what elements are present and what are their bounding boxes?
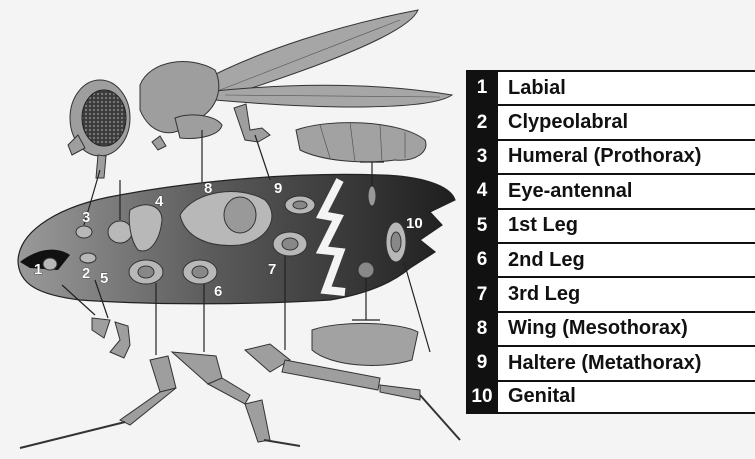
legend-row: 4 Eye-antennal [466,173,755,207]
callout-4: 4 [155,193,164,210]
legend-number: 8 [466,313,498,345]
legend-number: 6 [466,244,498,276]
callout-9: 9 [274,180,282,197]
legend-label: 2nd Leg [498,244,755,276]
legend-label: Clypeolabral [498,106,755,138]
legend-number: 5 [466,210,498,242]
humeral-disc [76,226,92,238]
humeral-adult-part [175,115,222,139]
legend-row: 1 Labial [466,70,755,104]
legend-table: 1 Labial 2 Clypeolabral 3 Humeral (Proth… [466,70,755,414]
legend-number: 10 [466,382,498,412]
callout-2: 2 [82,265,90,282]
legend-label: Humeral (Prothorax) [498,141,755,173]
adult-abdomen-lower [312,323,418,365]
callout-1: 1 [34,261,42,278]
legend-number: 7 [466,278,498,310]
legend-label: Eye-antennal [498,175,755,207]
adult-wing [200,10,452,107]
abdomen-histoblast [358,262,374,278]
adult-head [68,80,130,178]
haltere-adult-part [234,104,270,142]
eye-antennal-disc-a [108,221,132,243]
legend-label: Wing (Mesothorax) [498,313,755,345]
callout-5: 5 [100,270,108,287]
adult-abdomen-upper [296,123,426,162]
legend-row: 5 1st Leg [466,208,755,242]
legend-label: Labial [498,72,755,104]
legend-label: 3rd Leg [498,278,755,310]
legend-label: Haltere (Metathorax) [498,347,755,379]
legend-row: 8 Wing (Mesothorax) [466,311,755,345]
legend-row: 9 Haltere (Metathorax) [466,345,755,379]
callout-10: 10 [406,215,423,232]
legend-row: 10 Genital [466,380,755,414]
callout-7: 7 [268,261,276,278]
legend-number: 2 [466,106,498,138]
callout-3: 3 [82,209,90,226]
callout-6: 6 [214,283,222,300]
legend-row: 7 3rd Leg [466,276,755,310]
legend-label: Genital [498,382,755,412]
legend-row: 2 Clypeolabral [466,104,755,138]
labial-disc [43,258,57,270]
legend-number: 4 [466,175,498,207]
antenna-piece [152,136,166,150]
callout-8: 8 [204,180,212,197]
clypeolabral-disc [80,253,96,263]
legend-row: 3 Humeral (Prothorax) [466,139,755,173]
legend-number: 3 [466,141,498,173]
legend-number: 1 [466,72,498,104]
legend-row: 6 2nd Leg [466,242,755,276]
legend-number: 9 [466,347,498,379]
legend-label: 1st Leg [498,210,755,242]
